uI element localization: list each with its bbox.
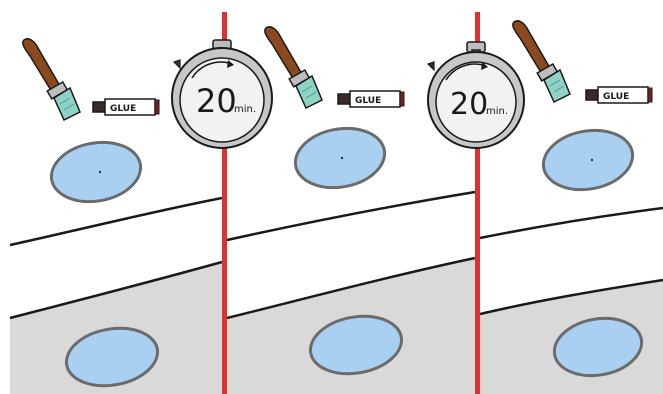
edge-line-upper bbox=[480, 208, 663, 238]
timer-unit: min. bbox=[486, 106, 508, 117]
patch-top bbox=[539, 124, 638, 197]
timer-unit: min. bbox=[234, 104, 256, 115]
patch-top bbox=[47, 136, 146, 209]
paintbrush-icon bbox=[23, 39, 80, 120]
patch-top bbox=[291, 122, 390, 195]
glue-label: GLUE bbox=[603, 92, 629, 102]
stopwatch-icon: 20 min. bbox=[428, 42, 524, 148]
glue-label: GLUE bbox=[355, 96, 381, 106]
timer-minutes: 20 bbox=[196, 82, 237, 120]
edge-line-upper bbox=[10, 198, 222, 245]
glue-tube-icon: GLUE bbox=[338, 91, 404, 107]
edge-line-upper bbox=[227, 192, 475, 240]
stopwatch-icon: 20 min. bbox=[172, 40, 272, 148]
glue-tube-icon: GLUE bbox=[93, 99, 159, 115]
timer-minutes: 20 bbox=[450, 87, 488, 122]
glue-tube-icon: GLUE bbox=[586, 87, 652, 103]
paintbrush-icon bbox=[265, 27, 322, 108]
glue-label: GLUE bbox=[110, 104, 136, 114]
